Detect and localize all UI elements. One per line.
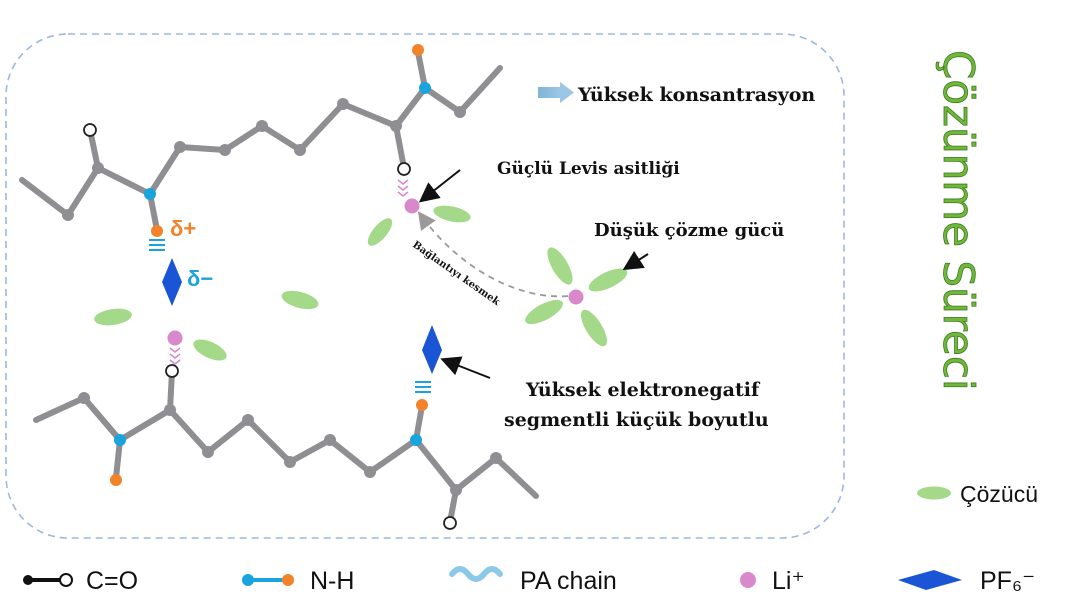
solvent-molecule: [94, 308, 132, 326]
delta-plus-label: δ+: [170, 216, 196, 241]
lithium-ion: [404, 198, 420, 214]
nitrogen-atom: [410, 434, 422, 446]
solvent-molecule: [433, 205, 471, 223]
electroneg-pointer-arrow: [440, 356, 491, 379]
pa-chain-legend-icon: [449, 566, 503, 582]
legend-item-nh: N-H: [242, 567, 354, 595]
electronegative-label-line1: Yüksek elektronegatif: [525, 379, 761, 401]
hbond-interaction-left: δ+ δ−: [149, 216, 213, 306]
co-legend-icon: [59, 573, 73, 587]
legend-label-nh: N-H: [310, 567, 354, 595]
pf6-legend-icon: [898, 570, 962, 590]
solvent-legend-icon: [917, 486, 951, 500]
solvent-molecule: [525, 299, 563, 325]
hydrogen-atom: [110, 474, 122, 486]
solvent-molecule: [281, 290, 319, 310]
legend-label-pf6: PF₆⁻: [980, 567, 1035, 595]
nitrogen-atom: [419, 82, 431, 94]
break-link-arrow: [417, 211, 569, 298]
solvent-molecule: [193, 339, 227, 361]
pf6-lower: [415, 325, 442, 393]
hydrogen-atom: [412, 44, 424, 56]
nh-legend-icon: [282, 574, 294, 586]
lithium-ion: [167, 330, 183, 346]
legend-item-pa-chain: PA chain: [449, 566, 617, 595]
legend-item-co: C=O: [23, 567, 138, 595]
legend-label-li: Li⁺: [772, 567, 805, 595]
legend-label-pa-chain: PA chain: [520, 567, 617, 595]
concentration-arrow-icon: [538, 82, 574, 103]
pf6-anion: [162, 258, 182, 306]
lithium-left: [167, 330, 227, 366]
lewis-pointer-arrow: [418, 169, 461, 203]
break-link-label: Bağlantıyı kesmek: [410, 239, 502, 308]
oxygen-atom: [443, 516, 457, 530]
lower-pa-chain: [33, 364, 539, 530]
legend-item-pf6: PF₆⁻: [898, 567, 1035, 595]
solvent-molecule: [367, 218, 393, 246]
solvent-molecule: [547, 247, 573, 285]
hydrogen-atom: [151, 225, 163, 237]
solvent-molecule: [580, 309, 608, 347]
oxygen-atom: [165, 364, 179, 378]
solvent-legend-label: Çözücü: [960, 481, 1038, 507]
solvation-power-label: Düşük çözme gücü: [594, 220, 784, 241]
concentration-label: Yüksek konsantrasyon: [577, 84, 815, 106]
side-title: Çözünme Süreci: [934, 50, 983, 391]
oxygen-atom: [397, 162, 411, 176]
li-legend-icon: [740, 572, 756, 588]
oxygen-atom: [83, 123, 97, 137]
electronegative-label-line2: segmentli küçük boyutlu: [504, 409, 769, 431]
solvated-lithium-cluster: [525, 247, 628, 347]
legend-label-co: C=O: [86, 567, 138, 595]
nitrogen-atom: [114, 434, 126, 446]
delta-minus-label: δ−: [187, 266, 213, 291]
upper-pa-chain: [19, 44, 503, 237]
lithium-upper: [367, 179, 471, 246]
pf6-anion: [422, 325, 442, 374]
bottom-legend: C=O N-H PA chain Li⁺ PF₆⁻: [23, 566, 1035, 595]
lewis-acidity-label: Güçlü Levis asitliği: [497, 159, 680, 179]
lithium-ion: [568, 289, 584, 305]
solvent-molecule: [588, 268, 628, 292]
dashed-boundary: [5, 33, 845, 539]
nitrogen-atom: [144, 188, 156, 200]
solvation-pointer-arrow: [622, 250, 649, 271]
legend-item-li: Li⁺: [740, 567, 805, 595]
hydrogen-atom: [416, 399, 428, 411]
